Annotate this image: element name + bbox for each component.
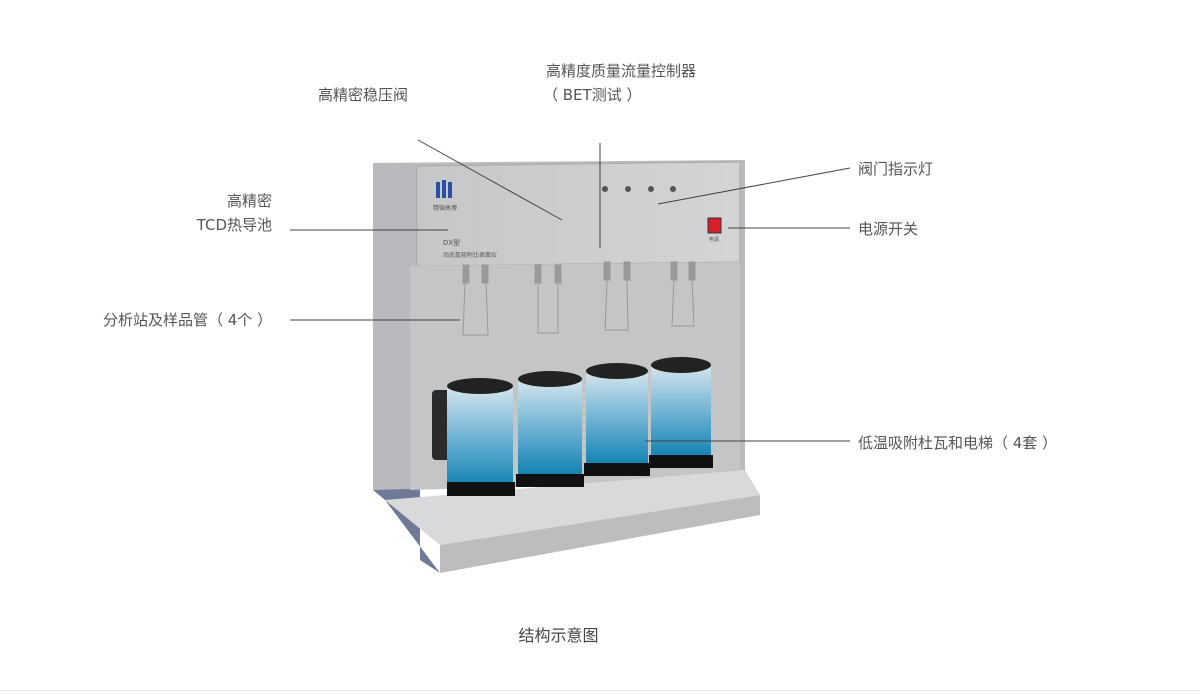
sample-tube	[670, 261, 696, 327]
diagram-caption: 结构示意图	[518, 626, 599, 645]
label-dewar-elevator: 低温吸附杜瓦和电梯（ 4套 ）	[858, 434, 1058, 452]
device-base	[385, 470, 760, 545]
dewar-flask	[649, 357, 713, 468]
device-name: 动态氮吸附比表面仪	[443, 252, 498, 259]
device-model: DX型	[443, 239, 461, 247]
sample-tube	[462, 264, 489, 336]
dewar-flasks	[447, 357, 713, 496]
label-tcd-cell: TCD热导池	[196, 216, 272, 234]
valve-indicator-light	[625, 186, 631, 192]
label-flow-controller-note: （ BET测试 ）	[543, 86, 642, 104]
leader-line-pressure-valve	[417, 139, 563, 221]
leader-lines	[290, 139, 851, 442]
dewar-flask	[584, 363, 650, 476]
switch-label: 电源	[709, 237, 720, 243]
power-switch	[707, 217, 722, 234]
label-valve-light: 阀门指示灯	[858, 160, 934, 178]
label-flow-controller: 高精度质量流量控制器	[546, 62, 697, 80]
sample-tubes	[462, 261, 696, 336]
valve-indicator-light	[648, 186, 654, 192]
sample-tube	[534, 264, 562, 334]
divider	[0, 690, 1200, 691]
brand-logo	[436, 180, 452, 198]
dewar-flask	[516, 371, 584, 487]
label-pressure-valve: 高精密稳压阀	[318, 86, 409, 104]
sample-tube	[603, 261, 631, 331]
label-tcd: 高精密	[226, 192, 272, 210]
valve-indicator-lights	[602, 186, 676, 192]
valve-indicator-light	[602, 186, 608, 192]
dewar-flask	[447, 378, 515, 496]
device-brand: 精微高博	[433, 205, 458, 212]
device-base-front	[440, 495, 760, 573]
leader-line-valve-light	[657, 167, 851, 205]
label-power-switch: 电源开关	[858, 220, 919, 238]
valve-indicator-light	[670, 186, 676, 192]
label-analysis-station: 分析站及样品管（ 4个 ）	[103, 311, 273, 329]
